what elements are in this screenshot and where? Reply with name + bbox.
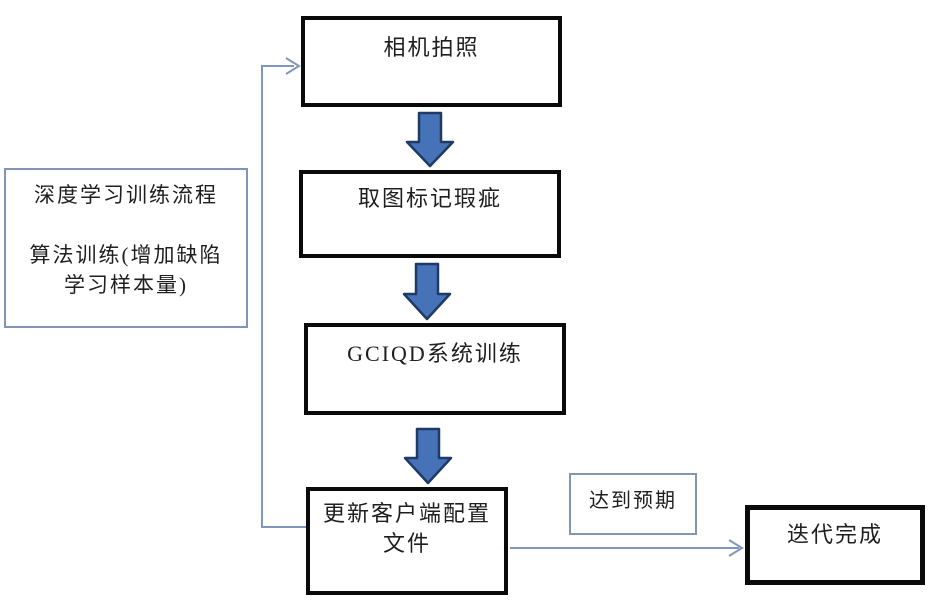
flow-note-training-process: 深度学习训练流程 算法训练(增加缺陷 学习样本量) [4, 168, 248, 328]
flow-node-update-config: 更新客户端配置 文件 [306, 487, 508, 595]
block-arrow-down-icon [403, 427, 453, 485]
block-arrow-down-icon [402, 262, 452, 321]
flow-node-iteration-done: 迭代完成 [745, 505, 925, 585]
flow-node-mark-defects: 取图标记瑕疵 [299, 170, 561, 258]
flow-node-camera-capture: 相机拍照 [301, 16, 562, 107]
feedback-arrowhead-icon [285, 57, 301, 75]
feedback-loop-connector [261, 65, 306, 528]
flow-node-system-training: GCIQD系统训练 [304, 323, 566, 415]
result-arrowhead-icon [728, 539, 744, 557]
edge-label-expectation-met: 达到预期 [569, 473, 697, 535]
block-arrow-down-icon [405, 111, 455, 168]
